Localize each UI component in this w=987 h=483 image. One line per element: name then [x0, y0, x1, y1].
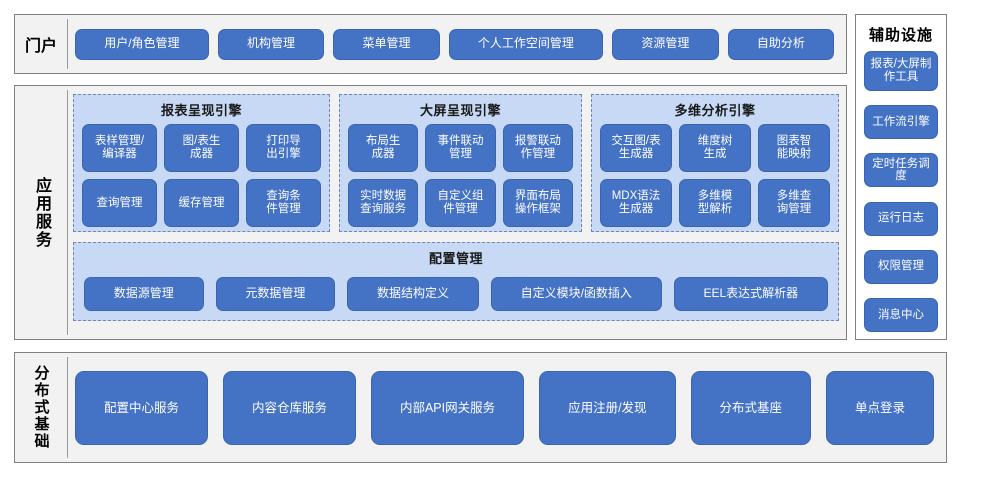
node-datasource-management[interactable]: 数据源管理: [84, 277, 204, 311]
node-config-center-service[interactable]: 配置中心服务: [75, 370, 208, 445]
group-report-rendering-engine: 报表呈现引擎 表样管理/ 编译器 图/表生 成器 打印导 出引擎 查询管理 缓存…: [73, 94, 330, 232]
node-query-condition-management[interactable]: 查询条 件管理: [246, 179, 321, 227]
node-custom-component-management[interactable]: 自定义组 件管理: [425, 179, 496, 227]
portal-item-user-role-management[interactable]: 用户/角色管理: [75, 28, 209, 60]
group-large-screen-rendering-engine: 大屏呈现引擎 布局生 成器 事件联动 管理 报警联动 作管理 实时数据 查询服务…: [339, 94, 582, 232]
node-multidimensional-query-management[interactable]: 多维查 询管理: [758, 179, 830, 227]
node-content-repository-service[interactable]: 内容仓库服务: [222, 370, 356, 445]
group-report-rendering-engine-title: 报表呈现引擎: [160, 103, 242, 118]
portal-item-list: 用户/角色管理 机构管理 菜单管理 个人工作空间管理 资源管理 自助分析: [75, 15, 840, 73]
distributed-base-section: 分布式基础 配置中心服务 内容仓库服务 内部API网关服务 应用注册/发现 分布…: [14, 352, 947, 463]
node-query-management[interactable]: 查询管理: [82, 179, 157, 227]
node-alarm-linkage-action-management[interactable]: 报警联动 作管理: [502, 124, 573, 172]
node-event-linkage-management[interactable]: 事件联动 管理: [425, 124, 496, 172]
portal-item-self-service-analysis[interactable]: 自助分析: [727, 28, 835, 60]
group-configuration-management-title: 配置管理: [428, 251, 483, 266]
node-workflow-engine[interactable]: 工作流引擎: [864, 105, 938, 140]
group-multidimensional-analysis-engine-items: 交互图/表 生成器 维度树 生成 图表智 能映射 MDX语法 生成器 多维模 型…: [600, 124, 830, 227]
portal-item-menu-management[interactable]: 菜单管理: [333, 28, 440, 60]
auxiliary-facilities-item-list: 报表/大屏制 作工具 工作流引擎 定时任务调度 运行日志 权限管理 消息中心: [864, 51, 938, 332]
portal-item-resource-management[interactable]: 资源管理: [612, 28, 719, 60]
node-report-large-screen-authoring-tool[interactable]: 报表/大屏制 作工具: [864, 51, 938, 91]
group-multidimensional-analysis-engine: 多维分析引擎 交互图/表 生成器 维度树 生成 图表智 能映射 MDX语法 生成…: [591, 94, 839, 232]
group-multidimensional-analysis-engine-title: 多维分析引擎: [674, 103, 756, 118]
node-print-export-engine[interactable]: 打印导 出引擎: [246, 124, 321, 172]
node-data-structure-definition[interactable]: 数据结构定义: [347, 277, 479, 311]
node-permission-management[interactable]: 权限管理: [864, 249, 938, 284]
group-report-rendering-engine-items: 表样管理/ 编译器 图/表生 成器 打印导 出引擎 查询管理 缓存管理 查询条 …: [82, 124, 321, 227]
node-metadata-management[interactable]: 元数据管理: [215, 277, 336, 311]
node-custom-module-function-insertion[interactable]: 自定义模块/函数插入: [490, 277, 662, 311]
node-report-template-management-compiler[interactable]: 表样管理/ 编译器: [82, 124, 157, 172]
portal-item-organization-management[interactable]: 机构管理: [217, 28, 325, 60]
node-eel-expression-parser[interactable]: EEL表达式解析器: [673, 277, 828, 311]
node-realtime-data-query-service[interactable]: 实时数据 查询服务: [348, 179, 419, 227]
distributed-base-section-label: 分布式基础: [32, 365, 50, 450]
auxiliary-facilities-section: 辅助设施 报表/大屏制 作工具 工作流引擎 定时任务调度 运行日志 权限管理 消…: [855, 14, 947, 340]
node-dimension-tree-generation[interactable]: 维度树 生成: [679, 124, 751, 172]
node-chart-table-generator[interactable]: 图/表生 成器: [164, 124, 239, 172]
node-single-sign-on[interactable]: 单点登录: [826, 370, 935, 445]
node-ui-layout-operation-framework[interactable]: 界面布局 操作框架: [502, 179, 573, 227]
node-multidimensional-model-parsing[interactable]: 多维模 型解析: [679, 179, 751, 227]
portal-section-label: 门户: [24, 38, 57, 55]
portal-item-personal-workspace-management[interactable]: 个人工作空间管理: [448, 28, 604, 60]
node-mdx-syntax-generator[interactable]: MDX语法 生成器: [600, 179, 672, 227]
auxiliary-facilities-title: 辅助设施: [868, 27, 933, 44]
group-large-screen-rendering-engine-title: 大屏呈现引擎: [419, 103, 501, 118]
node-application-registration-discovery[interactable]: 应用注册/发现: [539, 370, 676, 445]
node-scheduled-task-scheduling[interactable]: 定时任务调度: [864, 153, 938, 188]
node-internal-api-gateway-service[interactable]: 内部API网关服务: [370, 370, 525, 445]
node-interactive-chart-table-generator[interactable]: 交互图/表 生成器: [600, 124, 672, 172]
application-services-content: 报表呈现引擎 表样管理/ 编译器 图/表生 成器 打印导 出引擎 查询管理 缓存…: [73, 94, 839, 331]
group-configuration-management-items: 数据源管理 元数据管理 数据结构定义 自定义模块/函数插入 EEL表达式解析器: [84, 272, 828, 316]
node-layout-generator[interactable]: 布局生 成器: [348, 124, 419, 172]
application-services-section: 应用服务 报表呈现引擎 表样管理/ 编译器 图/表生 成器 打印导 出引擎 查询…: [14, 85, 847, 340]
node-cache-management[interactable]: 缓存管理: [164, 179, 239, 227]
portal-section: 门户 用户/角色管理 机构管理 菜单管理 个人工作空间管理 资源管理 自助分析: [14, 14, 847, 74]
node-operation-log[interactable]: 运行日志: [864, 201, 938, 236]
group-configuration-management: 配置管理 数据源管理 元数据管理 数据结构定义 自定义模块/函数插入 EEL表达…: [73, 242, 839, 321]
distributed-base-item-list: 配置中心服务 内容仓库服务 内部API网关服务 应用注册/发现 分布式基座 单点…: [75, 353, 935, 462]
group-large-screen-rendering-engine-items: 布局生 成器 事件联动 管理 报警联动 作管理 实时数据 查询服务 自定义组 件…: [348, 124, 573, 227]
application-label-divider: [67, 90, 68, 335]
node-chart-intelligent-mapping[interactable]: 图表智 能映射: [758, 124, 830, 172]
node-message-center[interactable]: 消息中心: [864, 297, 938, 332]
application-services-section-label: 应用服务: [33, 176, 50, 249]
portal-label-divider: [67, 19, 68, 69]
node-distributed-foundation[interactable]: 分布式基座: [690, 370, 812, 445]
base-label-divider: [67, 357, 68, 458]
